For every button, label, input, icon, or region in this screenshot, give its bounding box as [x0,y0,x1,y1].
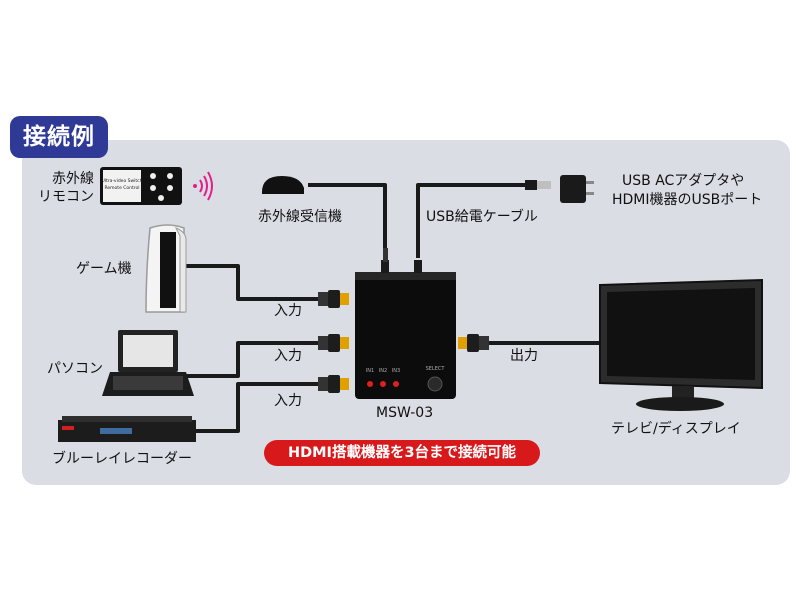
laptop-icon [102,330,194,396]
hdmi-plug-input3 [318,375,349,393]
cable-pc-to-input2 [182,341,325,378]
hdmi-plug-output [458,334,489,352]
cables [182,183,600,433]
remote-label-line1: 赤外線 [52,171,94,187]
led-label-in3: IN3 [392,368,400,374]
ir-jack-icon [383,248,388,262]
remote-label-line2: リモコン [38,189,94,205]
switch-model-label: MSW-03 [376,405,434,421]
ir-receiver-label: 赤外線受信機 [258,209,342,225]
remote-label: 赤外線 リモコン [30,170,94,206]
gold-connector-icon [340,378,349,390]
input3-label: 入力 [274,393,302,409]
hdmi-plug-input2 [318,334,349,352]
led-in3 [393,381,399,387]
output-label: 出力 [510,348,538,364]
remote-face-text-1: Ultra-video Switch [101,178,142,184]
hdmi-switch-box: IN1 IN2 IN3 SELECT [355,260,456,399]
pc-label: パソコン [47,361,103,377]
select-button-label: SELECT [426,366,446,372]
tv-label: テレビ/ディスプレイ [611,421,741,437]
select-button [427,376,443,392]
ir-signal-icon [193,171,213,201]
usb-ac-adapter-icon [560,175,594,203]
section-title: 接続例 [10,116,108,158]
input2-label: 入力 [274,348,302,364]
cable-recorder-to-input3 [196,382,325,433]
usb-plug-icon [525,180,551,190]
led-in1 [367,381,373,387]
remote-face-text-2: Remote Control [104,185,139,191]
hdmi-plug-input1 [318,290,349,308]
usb-source-line2: HDMI機器のUSBポート [612,192,763,208]
recorder-label: ブルーレイレコーダー [52,451,192,467]
cable-usb-power [416,183,528,258]
game-console-icon [145,224,187,313]
cable-game-to-input1 [185,264,325,301]
ir-receiver-icon [262,176,304,194]
tv-display-icon [599,278,763,411]
led-in2 [380,381,386,387]
usb-source-label: USB ACアダプタや HDMI機器のUSBポート [612,172,762,210]
led-label-in2: IN2 [379,368,387,374]
gold-connector-icon [340,293,349,305]
usb-cable-label: USB給電ケーブル [426,209,538,225]
usb-source-line1: USB ACアダプタや [622,173,745,189]
bluray-recorder-icon [58,416,196,442]
led-label-in1: IN1 [366,368,374,374]
gold-connector-icon [340,337,349,349]
input1-label: 入力 [274,303,302,319]
cable-ir-receiver [308,183,387,248]
gold-connector-icon [458,337,467,349]
capacity-banner: HDMI搭載機器を3台まで接続可能 [264,440,540,466]
ir-remote-icon [100,167,182,205]
game-console-label: ゲーム機 [76,261,132,277]
